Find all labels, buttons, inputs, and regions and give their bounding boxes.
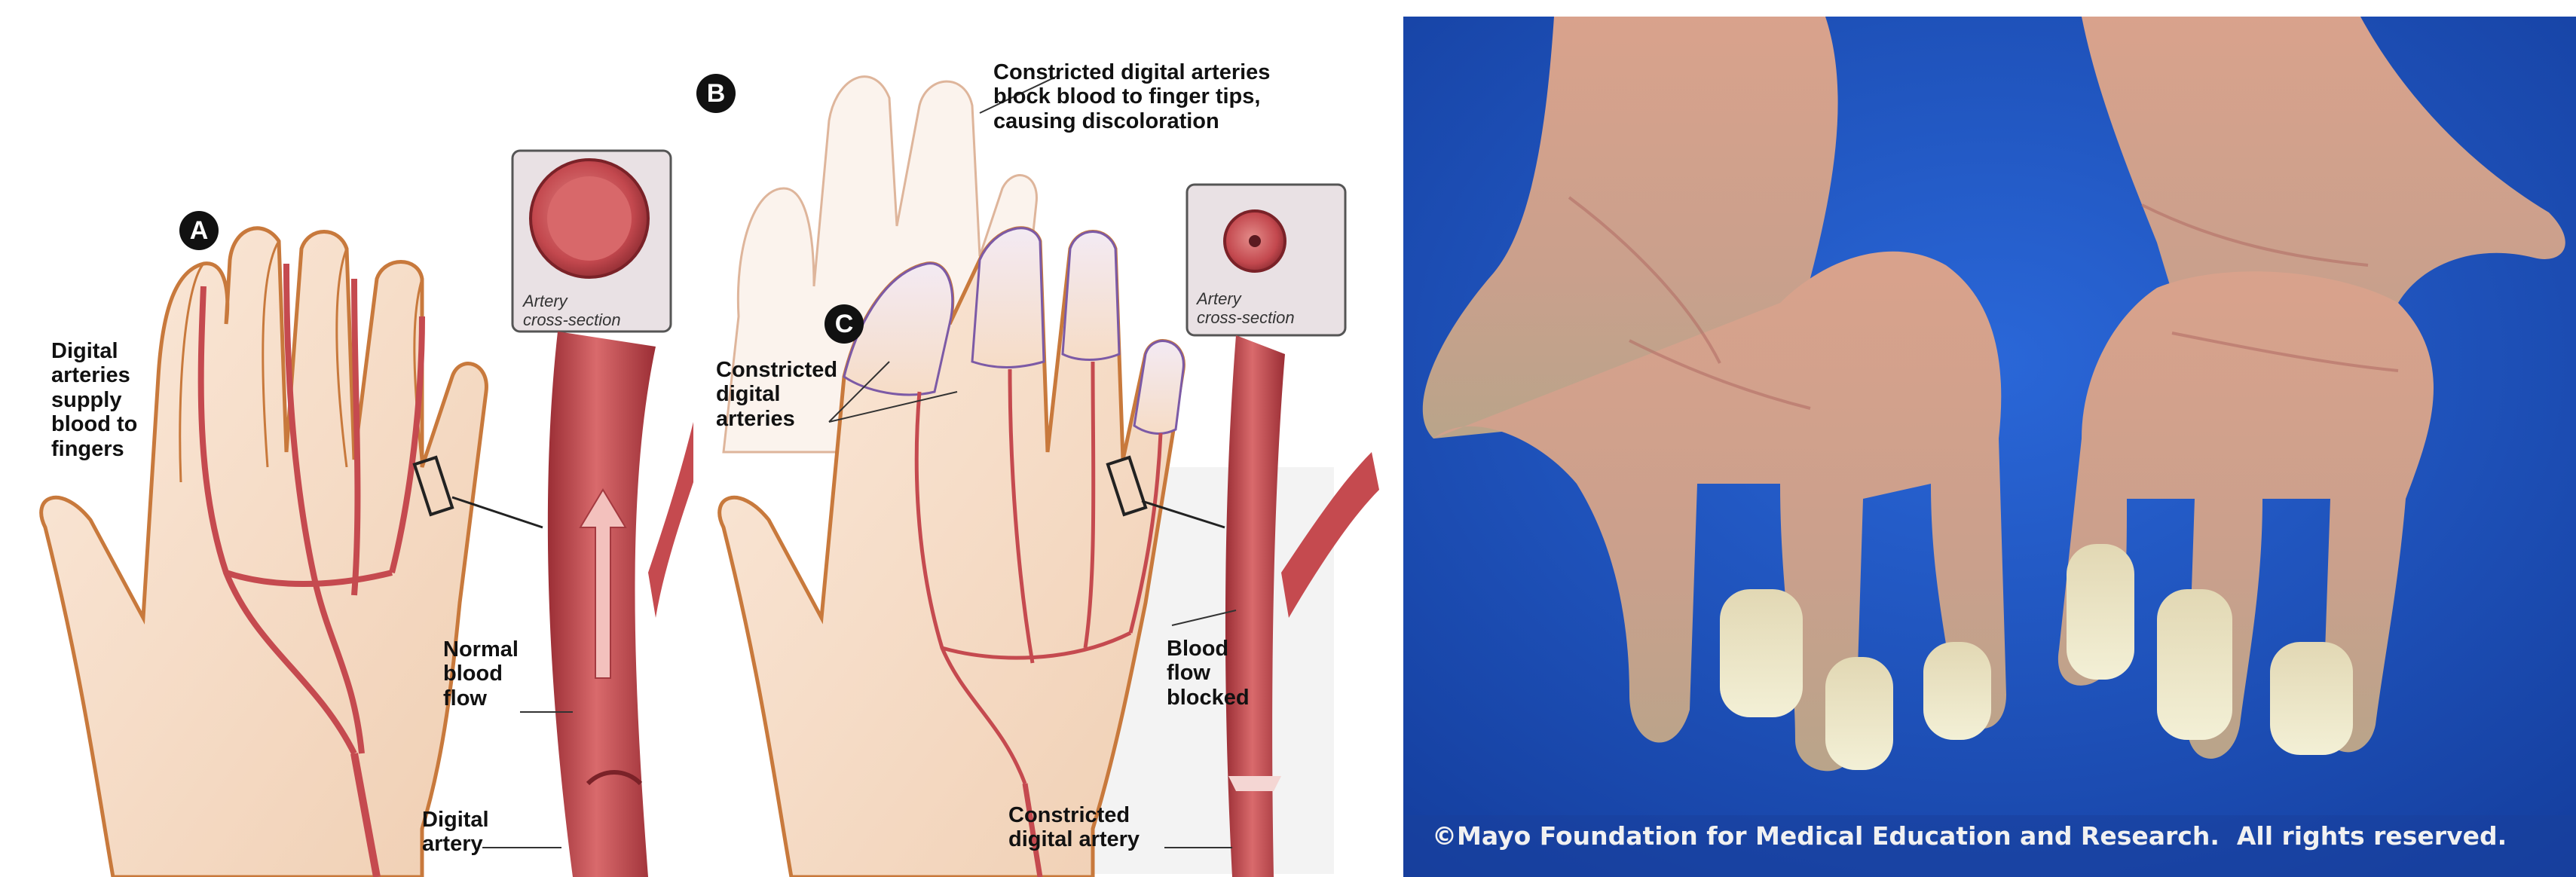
raynaud-photo [1403, 17, 2576, 877]
badge-a: A [179, 211, 219, 250]
digital-arteries-supply-label: Digital arteries supply blood to fingers [51, 339, 137, 461]
badge-c: C [825, 304, 864, 344]
blood-flow-blocked-label: Blood flow blocked [1167, 637, 1250, 710]
copyright-notice: ©Mayo Foundation for Medical Education a… [1432, 821, 2507, 851]
digital-artery-label: Digital artery [422, 808, 489, 857]
artery-cross-section-label-a: Artery cross-section [523, 292, 621, 329]
constricted-arteries-callout: Constricted digital arteries block blood… [993, 60, 1270, 133]
constricted-digital-artery-label: Constricted digital artery [1008, 803, 1140, 852]
artery-cross-section-label-c: Artery cross-section [1197, 290, 1295, 327]
normal-blood-flow-label: Normal blood flow [443, 637, 519, 710]
constricted-digital-arteries-label: Constricted digital arteries [716, 358, 837, 431]
badge-b: B [696, 74, 736, 113]
